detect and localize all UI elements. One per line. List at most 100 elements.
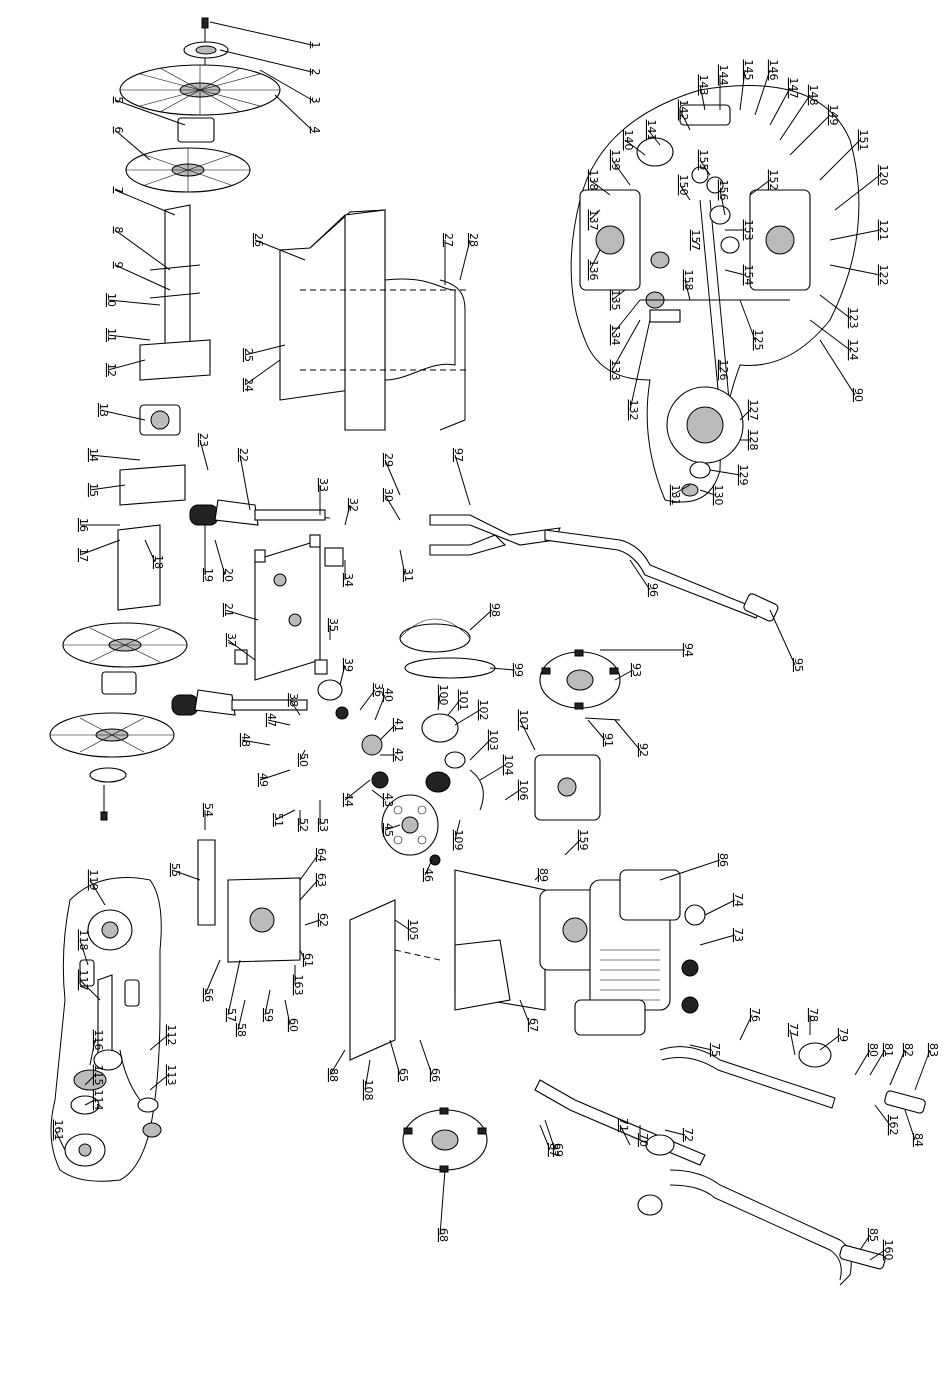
lower-handlebar (534, 1042, 926, 1286)
bearing-block-part (324, 547, 344, 567)
leader-line-119 (89, 879, 106, 906)
leader-line-24 (244, 359, 281, 386)
callout-label-66: 66 (429, 1068, 442, 1082)
callout-label-163: 163 (292, 975, 305, 996)
callout-label-75: 75 (709, 1043, 722, 1057)
leader-line-37 (227, 639, 256, 661)
callout-label-29: 29 (382, 453, 395, 467)
leader-line-90 (819, 339, 856, 396)
callout-label-106: 106 (517, 780, 530, 801)
leader-line-152 (749, 179, 771, 196)
callout-label-21: 21 (222, 603, 235, 617)
callout-label-118: 118 (77, 930, 90, 951)
callout-label-129: 129 (737, 465, 750, 486)
leader-line-68 (439, 1169, 446, 1236)
callout-label-155: 155 (697, 150, 710, 171)
leader-line-87 (539, 1124, 551, 1151)
callout-label-78: 78 (807, 1008, 820, 1022)
leader-line-48 (241, 739, 271, 746)
callout-label-124: 124 (847, 340, 860, 361)
drive-shaft-part (254, 509, 326, 521)
callout-label-103: 103 (487, 730, 500, 751)
pulley-part (421, 713, 459, 743)
leader-line-62 (304, 919, 321, 926)
callout-label-139: 139 (609, 150, 622, 171)
callout-label-130: 130 (712, 485, 725, 506)
callout-label-108: 108 (362, 1080, 375, 1101)
air-filter-part (619, 869, 681, 921)
leader-line-83 (914, 1049, 931, 1091)
leader-line-140 (624, 139, 646, 156)
leader-line-143 (699, 84, 706, 111)
leader-line-76 (739, 1014, 753, 1041)
leader-line-61 (299, 949, 306, 961)
leader-line-102 (454, 709, 481, 726)
leader-line-41 (379, 724, 396, 741)
leader-line-6 (114, 129, 151, 161)
callout-label-56: 56 (202, 988, 215, 1002)
yoke-part (214, 499, 259, 526)
callout-label-127: 127 (747, 400, 760, 421)
shift-plate-part (679, 104, 731, 126)
leader-line-77 (789, 1029, 796, 1056)
callout-label-72: 72 (682, 1128, 695, 1142)
engine-knob-part (681, 959, 699, 977)
callout-label-2: 2 (309, 69, 322, 76)
guard-plate-part (349, 899, 396, 1061)
leader-line-145 (739, 69, 746, 111)
pulley-part (361, 734, 383, 756)
callout-label-16: 16 (77, 518, 90, 532)
callout-label-22: 22 (237, 448, 250, 462)
leader-line-46 (424, 859, 433, 876)
leader-line-113 (149, 1074, 169, 1091)
callout-label-143: 143 (697, 75, 710, 96)
callout-label-107: 107 (517, 710, 530, 731)
leader-line-56 (204, 959, 221, 996)
callout-label-109: 109 (452, 830, 465, 851)
callout-label-96: 96 (647, 583, 660, 597)
callout-label-142: 142 (677, 100, 690, 121)
lever-part (798, 1042, 832, 1068)
callout-label-146: 146 (767, 60, 780, 81)
leader-line-36 (359, 689, 376, 711)
callout-label-42: 42 (392, 748, 405, 762)
callout-label-122: 122 (877, 265, 890, 286)
leader-line-106 (504, 789, 521, 801)
leader-line-124 (809, 319, 851, 351)
leader-line-47 (267, 719, 291, 726)
bracket-plate-part (139, 339, 211, 381)
callout-label-131: 131 (669, 485, 682, 506)
callout-label-24: 24 (242, 378, 255, 392)
callout-label-104: 104 (502, 755, 515, 776)
callout-label-123: 123 (847, 308, 860, 329)
callout-label-128: 128 (747, 430, 760, 451)
leader-line-120 (834, 174, 881, 211)
leader-line-21 (224, 609, 259, 621)
callout-label-25: 25 (242, 348, 255, 362)
leader-line-162 (874, 1104, 891, 1126)
leader-line-3 (259, 69, 313, 101)
lower-frame-plates (197, 839, 546, 1061)
callout-label-70: 70 (637, 1133, 650, 1147)
leader-line-49 (259, 769, 291, 781)
callout-label-120: 120 (877, 165, 890, 186)
callout-label-149: 149 (827, 105, 840, 126)
callout-label-58: 58 (235, 1023, 248, 1037)
leader-line-131 (671, 484, 691, 496)
callout-label-151: 151 (857, 130, 870, 151)
callout-label-74: 74 (732, 893, 745, 907)
callout-label-44: 44 (342, 793, 355, 807)
leader-line-12 (107, 359, 146, 371)
callout-label-116: 116 (92, 1030, 105, 1051)
leader-line-60 (284, 999, 291, 1026)
flange-plate-part (89, 767, 127, 783)
callout-label-148: 148 (807, 85, 820, 106)
drive-belt-part (404, 657, 496, 679)
disc-assembly-upper (117, 17, 281, 611)
bracket-part (197, 839, 216, 926)
callout-label-67: 67 (527, 1018, 540, 1032)
callout-label-156: 156 (717, 180, 730, 201)
callout-label-61: 61 (302, 953, 315, 967)
